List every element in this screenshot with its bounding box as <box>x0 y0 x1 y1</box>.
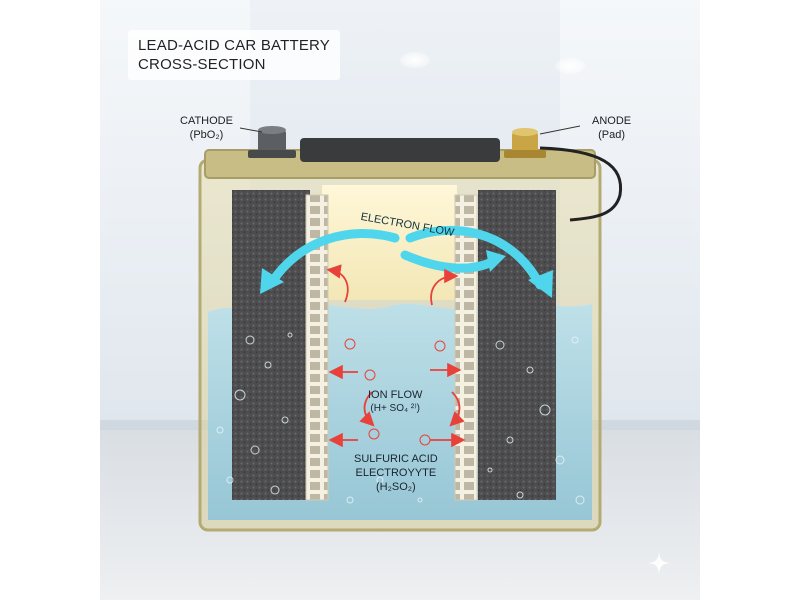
ion-flow-arrows <box>326 264 466 448</box>
anode-formula: (Pad) <box>598 129 626 141</box>
ion-flow-label: ION FLOW (H+ SO₄ ²⁾) <box>368 388 422 416</box>
title-box: LEAD-ACID CAR BATTERY CROSS-SECTION <box>128 30 340 80</box>
cathode-separator <box>305 194 329 501</box>
cathode-formula: (PbO₂) <box>189 129 224 141</box>
cathode-plate <box>232 190 310 500</box>
sparkle-icon <box>648 552 670 574</box>
electrolyte-line-2: ELECTROYYTE <box>355 467 437 479</box>
anode-callout: ANODE (Pad) <box>592 114 631 142</box>
title-line-1: LEAD-ACID CAR BATTERY <box>138 37 331 54</box>
bubbles <box>216 332 585 505</box>
electron-arrowheads <box>260 250 553 298</box>
electrolyte-label: SULFURIC ACID ELECTROYYTE (H₂SO₂) <box>354 452 438 494</box>
negative-terminal <box>504 128 546 158</box>
cathode-name: CATHODE <box>180 115 233 127</box>
ceiling-light <box>400 52 430 68</box>
cathode-leader <box>239 127 263 133</box>
electrolyte-formula: (H₂SO₂) <box>376 481 416 493</box>
anode-cable <box>539 146 623 222</box>
anode-name: ANODE <box>592 115 632 127</box>
cathode-callout: CATHODE (PbO₂) <box>180 114 233 142</box>
anode-leader <box>539 125 581 135</box>
electrolyte-line-1: SULFURIC ACID <box>354 453 438 465</box>
electron-flow-arrows <box>267 225 545 290</box>
ion-markers <box>344 338 446 446</box>
lid-cover <box>300 138 500 162</box>
title-line-2: CROSS-SECTION <box>138 56 266 73</box>
ion-flow-title: ION FLOW <box>368 389 423 401</box>
inner-cavity <box>322 185 457 300</box>
anode-separator <box>454 194 478 501</box>
ceiling-light <box>555 58 585 74</box>
ion-flow-formula: (H+ SO₄ ²⁾) <box>370 403 420 414</box>
positive-terminal <box>248 126 296 158</box>
